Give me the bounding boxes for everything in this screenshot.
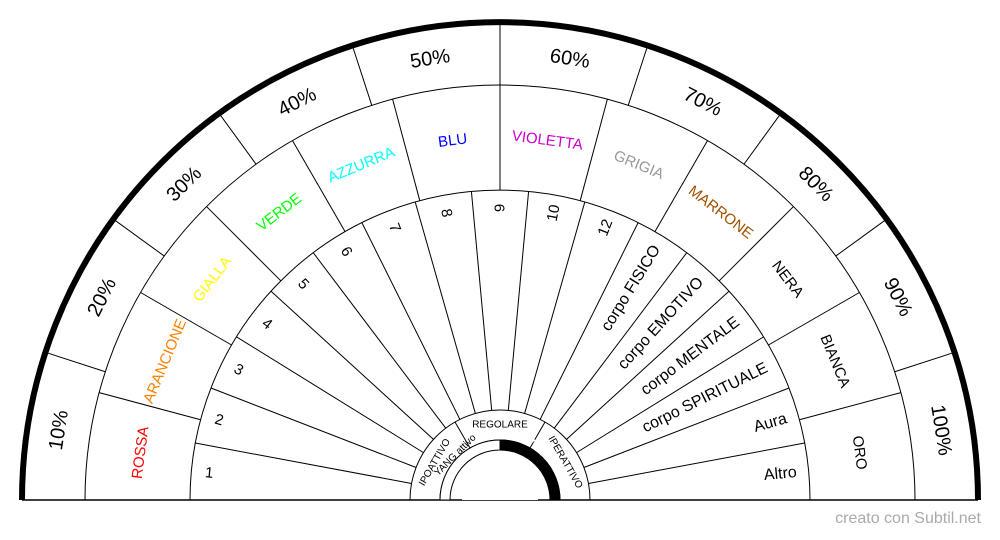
color-label-verde: VERDE — [254, 190, 305, 235]
inner-label-3: 3 — [231, 360, 246, 379]
credit-text: creato con Subtil.net — [835, 510, 981, 527]
hub-sector-yin-recettivo — [499, 439, 561, 501]
hub-divider — [454, 421, 471, 449]
inner-divider — [576, 336, 764, 454]
inner-divider — [524, 201, 586, 414]
color-label-blu: BLU — [437, 130, 468, 151]
percent-label-10: 10% — [45, 408, 73, 451]
inner-label-2: 2 — [213, 411, 226, 430]
inner-label-6: 6 — [337, 244, 356, 260]
percent-divider — [743, 112, 782, 165]
inner-divider — [210, 387, 417, 468]
hub-divider — [529, 421, 546, 449]
inner-label-10: 10 — [544, 203, 564, 223]
inner-label-4: 4 — [259, 315, 276, 334]
color-divider — [579, 99, 608, 201]
percent-divider — [835, 218, 888, 257]
color-label-gialla: GIALLA — [190, 253, 235, 305]
percent-label-50: 50% — [409, 45, 452, 73]
color-label-rossa: ROSSA — [129, 426, 153, 480]
color-label-bianca: BIANCA — [816, 332, 853, 390]
ring-arc — [409, 409, 591, 501]
inner-divider — [195, 442, 412, 484]
color-divider — [392, 99, 421, 201]
percent-label-40: 40% — [274, 83, 320, 121]
hub-label-regolare: REGOLARE — [472, 420, 528, 431]
percent-divider — [112, 218, 165, 257]
percent-divider — [45, 351, 106, 373]
inner-divider — [539, 222, 639, 420]
percent-label-30: 30% — [162, 162, 206, 206]
percent-divider — [218, 112, 257, 165]
inner-divider — [414, 201, 476, 414]
inner-divider — [236, 336, 424, 454]
inner-label-1: 1 — [204, 464, 214, 482]
percent-label-80: 80% — [794, 162, 838, 206]
inner-divider — [588, 442, 805, 484]
color-divider — [206, 206, 282, 282]
inner-divider — [470, 191, 493, 411]
color-divider — [99, 392, 201, 421]
inner-divider — [361, 222, 461, 420]
inner-divider — [583, 387, 790, 468]
center-hole — [462, 462, 538, 500]
inner-divider — [270, 290, 434, 440]
color-divider — [140, 292, 232, 346]
color-label-arancione: ARANCIONE — [140, 317, 190, 406]
color-divider — [654, 140, 708, 232]
inner-divider — [553, 252, 688, 429]
percent-divider — [351, 45, 373, 106]
percent-label-60: 60% — [548, 45, 591, 73]
inner-label-7: 7 — [385, 221, 404, 235]
inner-label-aura: Aura — [752, 410, 789, 436]
color-label-grigia: GRIGIA — [611, 147, 666, 183]
inner-label-12: 12 — [595, 217, 617, 239]
inner-label-5: 5 — [294, 275, 312, 293]
color-divider — [799, 392, 901, 421]
ring-arc — [189, 189, 811, 501]
color-label-oro: ORO — [849, 435, 870, 471]
inner-divider — [566, 290, 730, 440]
percent-divider — [627, 45, 649, 106]
inner-label-altro: Altro — [763, 464, 797, 484]
percent-divider — [894, 351, 955, 373]
percent-label-70: 70% — [680, 83, 726, 121]
color-label-marrone: MARRONE — [685, 182, 756, 242]
color-label-nera: NERA — [768, 258, 807, 301]
color-label-azzurra: AZZURRA — [325, 144, 397, 187]
inner-label-8: 8 — [437, 207, 455, 218]
percent-label-20: 20% — [83, 274, 121, 320]
percent-label-90: 90% — [879, 274, 917, 320]
color-divider — [768, 292, 860, 346]
color-label-violetta: VIOLETTA — [511, 128, 584, 154]
percent-label-100: 100% — [926, 403, 956, 457]
inner-divider — [507, 191, 530, 411]
inner-label-9: 9 — [492, 204, 509, 212]
inner-divider — [312, 252, 447, 429]
color-divider — [292, 140, 346, 232]
color-divider — [718, 206, 794, 282]
